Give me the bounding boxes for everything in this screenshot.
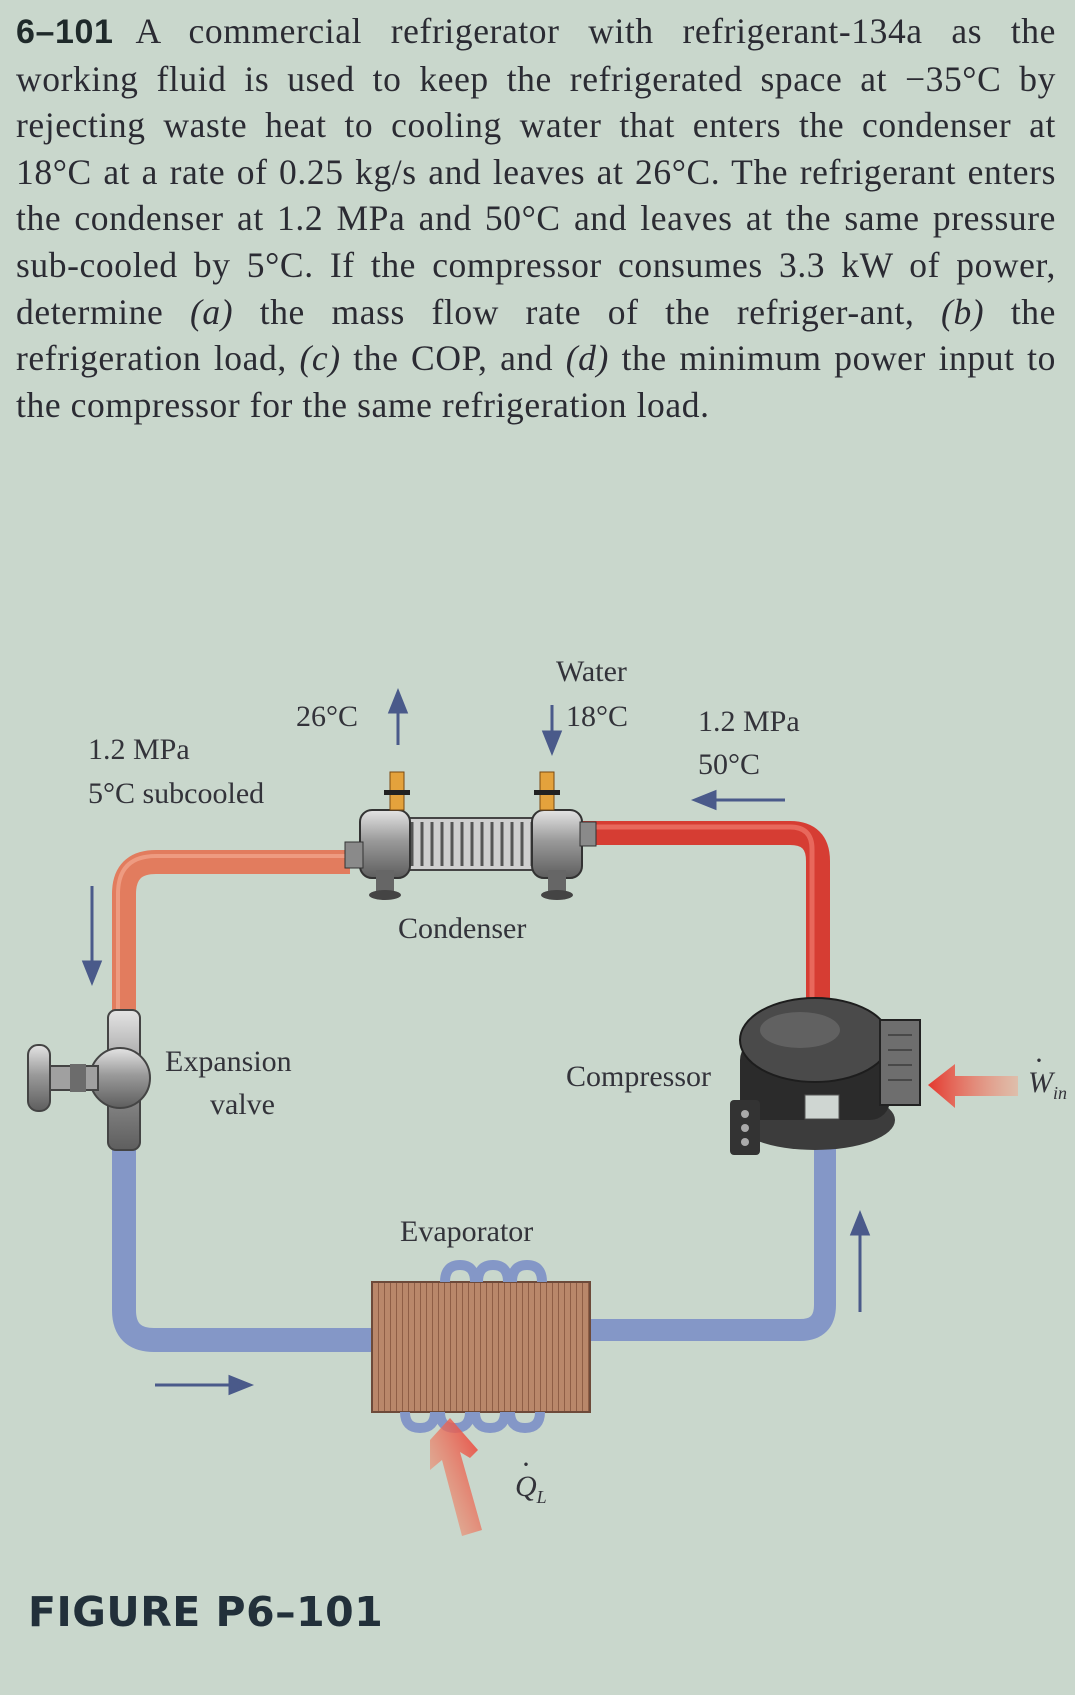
evaporator-label: Evaporator [400,1215,534,1248]
heat-input-label: ·QL [515,1448,547,1507]
problem-text-1: A commercial refrigerator with refrigera… [16,11,1056,332]
figure-caption: FIGURE P6–101 [28,1588,384,1636]
part-b-label: (b) [941,291,985,332]
problem-text-2: the mass flow rate of the refriger-ant, [233,291,942,332]
compressor-icon [730,997,921,1155]
expansion-valve-label-1: Expansion [165,1045,292,1078]
arrow-left-icon [690,789,717,811]
cold-liquid-pipe [112,1150,380,1352]
expansion-valve-icon [27,1009,151,1151]
condenser-label: Condenser [398,912,527,945]
compressor-label: Compressor [566,1060,711,1093]
problem-text-5: the minimum power input to the compresso… [16,338,1056,425]
expansion-valve-label-2: valve [210,1088,275,1121]
problem-text-4: the COP, and [340,338,566,379]
part-c-label: (c) [299,338,341,379]
outlet-pressure-label: 1.2 MPa [88,733,190,766]
part-d-label: (d) [565,338,609,379]
heat-input-arrow-icon [430,1418,482,1536]
inlet-pressure-label: 1.2 MPa [698,705,800,738]
water-label: Water [556,655,627,688]
arrow-down-icon [81,960,103,987]
hot-discharge-pipe [575,821,830,1010]
outlet-state-label: 5°C subcooled [88,777,265,810]
work-input-arrow-icon [928,1064,1018,1108]
problem-text-3: the refrigeration load, [16,291,1056,379]
part-a-label: (a) [189,291,234,332]
evaporator-icon [371,1259,591,1434]
suction-pipe [585,1135,836,1341]
work-input-label: ·Win [1028,1044,1068,1103]
arrow-up-icon [849,1209,871,1236]
problem-number: 6–101 [16,13,114,51]
flow-arrows [81,687,871,1396]
water-in-temp-label: 18°C [566,700,629,733]
condenser-icon [344,771,597,900]
condensate-pipe [112,850,350,1010]
water-out-temp-label: 26°C [296,700,359,733]
arrow-up-icon [387,687,409,714]
arrow-right-icon [228,1374,255,1396]
arrow-down-icon [541,730,563,757]
inlet-temp-label: 50°C [698,748,761,781]
